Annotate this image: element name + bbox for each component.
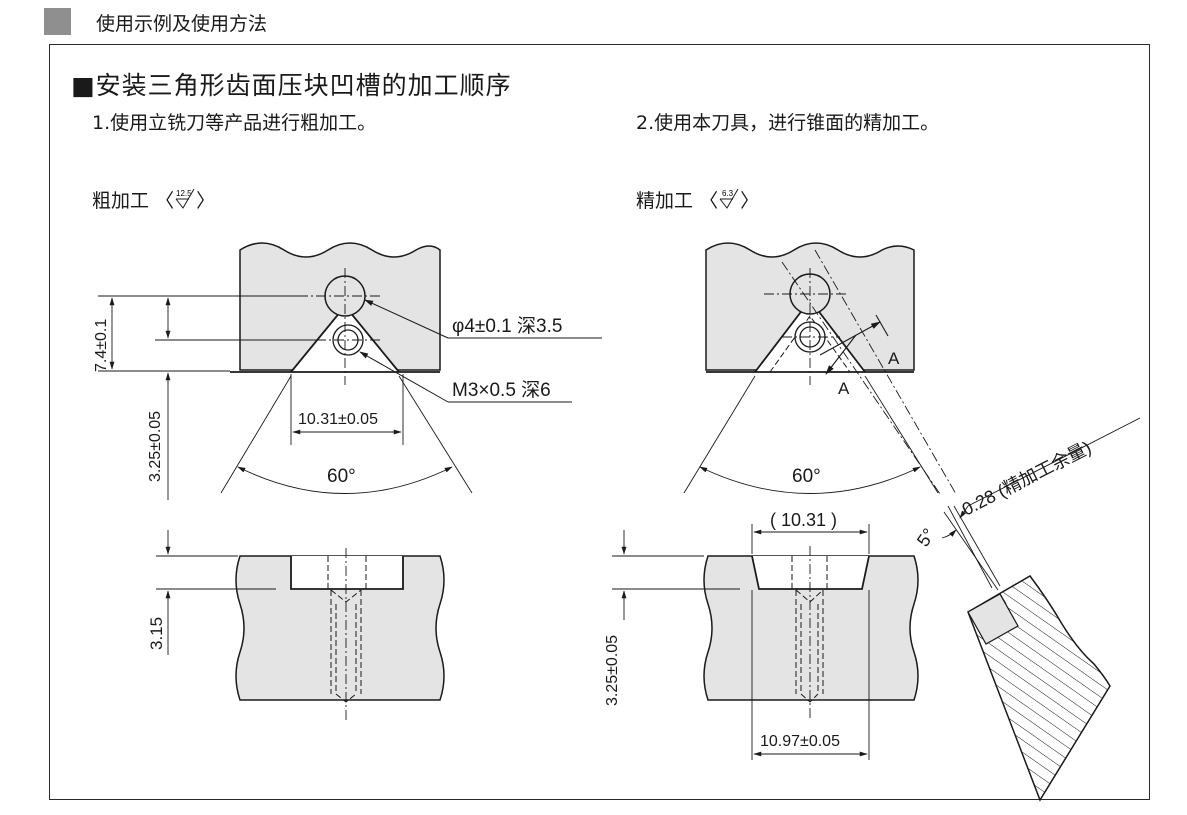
finish-roughness-value: 6.3 [722, 189, 734, 198]
rough-mode-label: 粗加工 〈12.5〉 [92, 186, 215, 213]
rough-section-pocket [290, 556, 404, 590]
finish-angle: 60° [792, 466, 821, 487]
finish-top-view: A A 60° [683, 242, 957, 495]
surface-roughness-icon: 12.5 [175, 188, 195, 209]
finish-section-pocket [751, 555, 870, 590]
rough-top-view: φ4±0.1 深3.5 M3×0.5 深6 7.4±0.1 3.25±0.05 … [93, 242, 602, 500]
rough-thread-callout: M3×0.5 深6 [452, 379, 551, 401]
tool-allowance: 0.28 (精加工余量) [959, 437, 1095, 519]
finish-bottom-width: 10.97±0.05 [760, 733, 840, 750]
finish-section-marker-a1: A [888, 349, 900, 368]
rough-width-dim: 10.31±0.05 [298, 411, 378, 428]
rough-section-depth: 3.15 [147, 617, 166, 650]
finish-section-marker-a2: A [838, 379, 850, 398]
finish-roughness-symbol: 〈6.3〉 [699, 188, 760, 212]
header-square-icon [44, 8, 71, 35]
header-title: 使用示例及使用方法 [96, 13, 268, 35]
rough-height-dim: 7.4±0.1 [93, 319, 110, 372]
finish-section-part [703, 555, 919, 701]
rough-roughness-symbol: 〈12.5〉 [155, 188, 216, 212]
finish-depth-dim: 3.25±0.05 [604, 635, 621, 706]
surface-roughness-icon: 6.3 [719, 188, 739, 209]
step-2-label: 2.使用本刀具，进行锥面的精加工。 [636, 112, 940, 134]
rough-depth-dim: 3.25±0.05 [147, 411, 164, 482]
rough-section-view: 3.15 [147, 530, 445, 720]
rough-mode-text: 粗加工 [92, 190, 150, 212]
finish-section-view: ( 10.31 ) 10.97±0.05 3.25±0.05 [604, 510, 919, 760]
tool-detail: 5° 0.28 (精加工余量) [913, 417, 1141, 802]
content-frame [49, 44, 1150, 800]
finish-mode-text: 精加工 [636, 190, 694, 212]
step-1-label: 1.使用立铣刀等产品进行粗加工。 [92, 112, 377, 134]
rough-section-part [235, 555, 445, 701]
rough-angle: 60° [327, 466, 356, 487]
tool-angle: 5° [913, 525, 939, 551]
rough-roughness-value: 12.5 [176, 189, 192, 198]
finish-mode-label: 精加工 〈6.3〉 [636, 186, 759, 213]
rough-hole-callout: φ4±0.1 深3.5 [452, 315, 562, 337]
tool-tip [967, 593, 1019, 645]
finish-top-width: ( 10.31 ) [770, 510, 837, 530]
section-title: ■安装三角形齿面压块凹槽的加工顺序 [71, 71, 512, 100]
